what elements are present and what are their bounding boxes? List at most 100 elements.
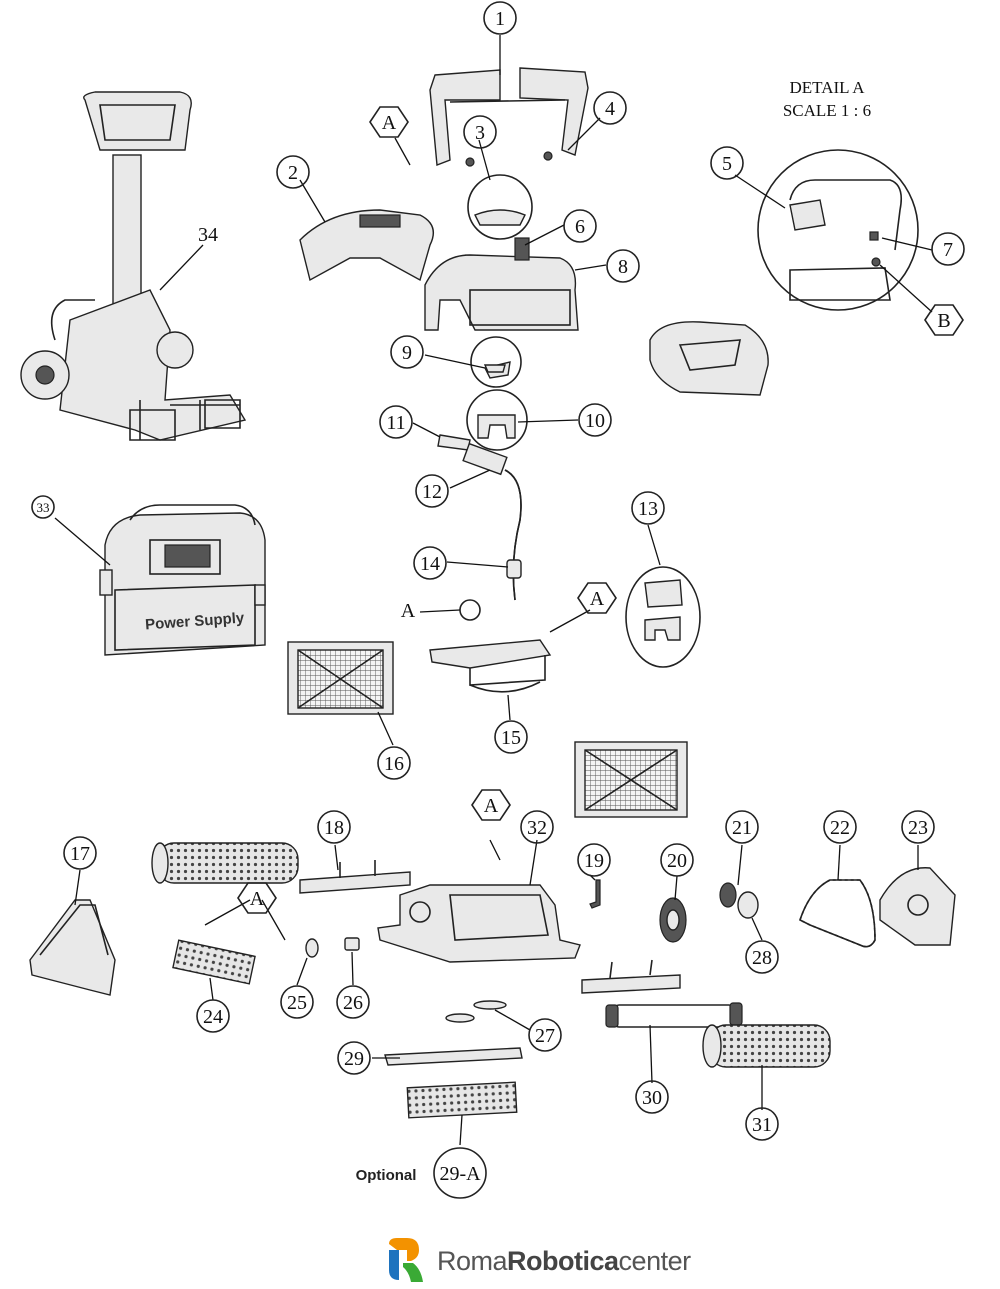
power-supply-unit: Power Supply [99,504,266,656]
bracket-lower [581,959,681,994]
svg-text:24: 24 [203,1006,223,1028]
callout-4: 4 [593,91,627,125]
filter-panel-right [574,741,688,818]
clip-detail-13 [625,566,701,668]
callout-27: 27 [528,1018,562,1052]
svg-text:4: 4 [605,98,615,120]
small-parts-9-10 [466,336,528,451]
small-parts-25-26 [305,937,360,958]
svg-text:1: 1 [495,8,505,30]
svg-text:A: A [484,795,499,817]
callout-17: 17 [63,836,97,870]
callout-28: 28 [745,940,779,974]
axle-roller-30 [605,1002,743,1028]
brand-name-part2: Robotica [507,1246,619,1276]
screw-detail-circle [467,174,533,240]
svg-text:22: 22 [830,817,850,839]
callout-23: 23 [901,810,935,844]
svg-text:15: 15 [501,727,521,749]
svg-text:A: A [401,600,416,622]
callout-6: 6 [563,209,597,243]
track-belt-22 [799,879,876,948]
gear-20 [659,897,687,943]
brand-mark-icon [389,1238,423,1282]
brand-logo [389,1238,423,1282]
svg-text:6: 6 [575,216,585,238]
svg-text:26: 26 [343,992,363,1014]
callout-14: 14 [413,546,447,580]
marker-a-top: A [369,106,411,166]
brush-24 [172,939,256,985]
side-cover-part [649,321,769,396]
callout-2: 2 [276,155,310,189]
bearing-21-28 [719,882,759,919]
callout-22: 22 [823,810,857,844]
callout-24: 24 [196,999,230,1033]
callout-15: 15 [494,720,528,754]
callout-1: 1 [483,1,517,35]
svg-text:14: 14 [420,553,440,575]
callout-10: 10 [578,403,612,437]
power-supply-label: Power Supply [145,610,246,634]
svg-text:34: 34 [198,224,218,246]
svg-text:17: 17 [70,843,90,865]
callout-33: 33 [31,495,55,519]
svg-text:19: 19 [584,850,604,872]
callout-9: 9 [390,335,424,369]
svg-text:9: 9 [402,342,412,364]
svg-text:21: 21 [732,817,752,839]
callout-25: 25 [280,985,314,1019]
svg-text:28: 28 [752,947,772,969]
callout-18: 18 [317,810,351,844]
svg-text:18: 18 [324,817,344,839]
callout-29: 29 [337,1041,371,1075]
callout-29a: 29-A [433,1147,487,1199]
svg-text:29: 29 [344,1048,364,1070]
marker-a-filter: A [577,582,617,614]
brand-name: RomaRoboticacenter [437,1246,691,1277]
svg-text:32: 32 [527,817,547,839]
callout-32: 32 [520,810,554,844]
callout-8: 8 [606,249,640,283]
svg-text:5: 5 [722,153,732,175]
svg-text:16: 16 [384,753,404,775]
svg-text:23: 23 [908,817,928,839]
optional-label: Optional [356,1167,417,1184]
svg-text:B: B [937,310,950,332]
caddy-cart [20,91,247,441]
marker-a-chassis: A [471,789,511,821]
callout-3: 3 [463,115,497,149]
filter-panel-left [287,641,394,715]
svg-text:3: 3 [475,122,485,144]
callout-16: 16 [377,746,411,780]
side-plate-23 [879,867,956,946]
callout-21: 21 [725,810,759,844]
callout-5: 5 [710,146,744,180]
callout-12: 12 [415,474,449,508]
callout-31: 31 [745,1107,779,1141]
svg-text:7: 7 [943,239,953,261]
bracket-18 [299,860,411,894]
marker-a-left: A [237,882,277,914]
detail-title: DETAIL A [790,78,866,97]
svg-text:13: 13 [638,498,658,520]
brand-name-part1: Roma [437,1246,508,1276]
svg-text:2: 2 [288,162,298,184]
svg-text:A: A [590,588,605,610]
marker-b: B [924,304,964,336]
callout-19: 19 [577,843,611,877]
swivel-cable [437,434,522,601]
svg-text:30: 30 [642,1087,662,1109]
callout-13: 13 [631,491,665,525]
callout-7: 7 [931,232,965,266]
motor-body-part [424,237,579,331]
callout-26: 26 [336,985,370,1019]
svg-text:27: 27 [535,1025,555,1047]
svg-text:33: 33 [37,500,50,515]
motor-chassis-part [377,884,581,963]
brand-name-part3: center [618,1246,692,1276]
svg-text:10: 10 [585,410,605,432]
callout-34: 34 [198,224,218,246]
detail-a-view [757,149,919,311]
brush-roller-31 [702,1024,831,1068]
